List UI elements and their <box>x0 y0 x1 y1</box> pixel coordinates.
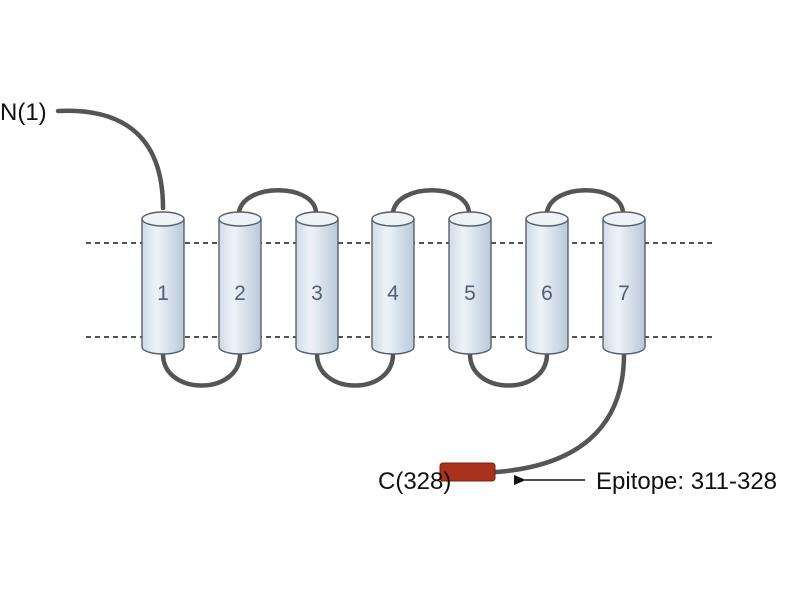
helix-body <box>141 218 185 355</box>
helix-tm3: 3 <box>295 211 339 355</box>
c-terminus-label: C(328) <box>378 468 451 495</box>
helix-label: 5 <box>464 282 476 305</box>
intracellular-loop-1 <box>160 351 243 388</box>
helix-label: 1 <box>157 282 169 305</box>
helix-tm2: 2 <box>218 211 262 355</box>
helix-top-cap <box>602 211 646 227</box>
helix-label: 4 <box>387 282 399 305</box>
helix-tm1: 1 <box>141 211 185 355</box>
intracellular-loop-3 <box>467 351 550 388</box>
n-terminal-tail <box>55 108 166 211</box>
n-terminus-label: N(1) <box>0 99 47 126</box>
helix-body <box>295 218 339 355</box>
helix-tm4: 4 <box>371 211 415 355</box>
helix-body <box>602 218 646 355</box>
helix-body <box>525 218 569 355</box>
c-terminal-tail <box>493 351 627 475</box>
helix-label: 6 <box>541 282 553 305</box>
helix-top-cap <box>218 211 262 227</box>
helix-tm5: 5 <box>448 211 492 355</box>
helix-body <box>218 218 262 355</box>
helix-label: 2 <box>234 282 246 305</box>
extracellular-loop-3 <box>544 188 626 215</box>
helix-body <box>448 218 492 355</box>
extracellular-loop-1 <box>236 188 319 215</box>
helix-top-cap <box>371 211 415 227</box>
helix-top-cap <box>295 211 339 227</box>
transmembrane-helices: 1 2 3 4 5 6 7 <box>141 211 646 355</box>
helix-label: 3 <box>311 282 323 305</box>
helix-tm7: 7 <box>602 211 646 355</box>
helix-top-cap <box>525 211 569 227</box>
extracellular-loop-2 <box>390 188 472 215</box>
epitope-label: Epitope: 311-328 <box>596 468 777 495</box>
helix-top-cap <box>448 211 492 227</box>
helix-body <box>371 218 415 355</box>
helix-top-cap <box>141 211 185 227</box>
intracellular-loop-2 <box>314 351 396 388</box>
helix-tm6: 6 <box>525 211 569 355</box>
helix-label: 7 <box>618 282 630 305</box>
epitope-region <box>439 462 496 482</box>
